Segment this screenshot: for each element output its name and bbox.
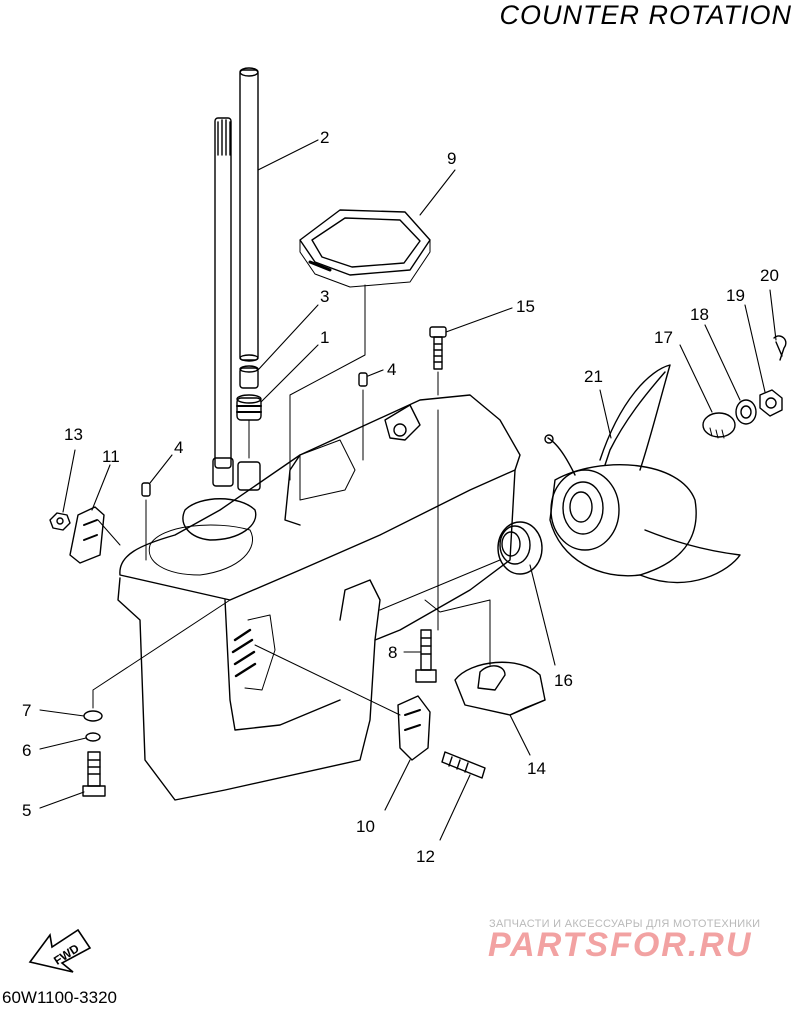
lower-casing — [117, 394, 521, 801]
washer-part — [83, 710, 103, 722]
callout-14: 14 — [527, 759, 546, 778]
callout-3: 3 — [320, 287, 329, 306]
diagram-title: COUNTER ROTATION — [499, 0, 792, 30]
callout-9: 9 — [447, 149, 456, 168]
nut-part — [49, 512, 71, 531]
watermark-subtitle: ЗАПЧАСТИ И АКСЕССУАРЫ ДЛЯ МОТОТЕХНИКИ — [489, 918, 761, 930]
callout-21: 21 — [584, 367, 603, 386]
callout-4-right: 4 — [387, 360, 396, 379]
drive-shaft — [239, 67, 259, 362]
bolt-middle — [415, 629, 437, 683]
watermark-logo: PARTSFOR.RU — [488, 926, 753, 964]
anode-clamp-left — [69, 506, 105, 564]
callout-1: 1 — [320, 328, 329, 347]
callout-17: 17 — [654, 328, 673, 347]
screw-part — [441, 751, 486, 779]
callout-10: 10 — [356, 817, 375, 836]
spacer-part — [497, 521, 543, 575]
washer-17 — [702, 412, 736, 439]
trim-tab — [454, 661, 546, 716]
callout-18: 18 — [690, 305, 709, 324]
callout-4-left: 4 — [174, 438, 183, 457]
callout-2: 2 — [320, 128, 329, 147]
spring-washer-part — [85, 732, 101, 742]
gasket — [299, 209, 431, 288]
bottom-bolt — [82, 751, 106, 797]
bolt-top — [429, 326, 447, 370]
spacer-18 — [735, 399, 757, 425]
callout-20: 20 — [760, 266, 779, 285]
dowel-pin-right — [358, 372, 368, 387]
callout-13: 13 — [64, 425, 83, 444]
collar-part — [239, 365, 259, 389]
callout-labels: 2 9 3 1 15 4 4 13 11 7 6 5 8 10 12 14 16… — [22, 128, 779, 866]
callout-12: 12 — [416, 847, 435, 866]
fwd-arrow: FWD — [28, 928, 92, 973]
alignment-lines — [92, 284, 501, 716]
callout-6: 6 — [22, 741, 31, 760]
shift-shaft — [212, 117, 261, 491]
dowel-pin-left — [141, 482, 151, 497]
callout-7: 7 — [22, 701, 31, 720]
callout-19: 19 — [726, 286, 745, 305]
propeller — [544, 364, 741, 584]
callout-5: 5 — [22, 801, 31, 820]
callout-8: 8 — [388, 643, 397, 662]
anode-part — [397, 695, 431, 761]
diagram-code: 60W1100-3320 — [2, 988, 117, 1007]
propeller-nut — [759, 389, 783, 417]
bushing-part — [236, 394, 262, 421]
callout-16: 16 — [554, 671, 573, 690]
leader-lines — [39, 139, 777, 841]
callout-11: 11 — [102, 447, 120, 466]
callout-15: 15 — [516, 297, 535, 316]
